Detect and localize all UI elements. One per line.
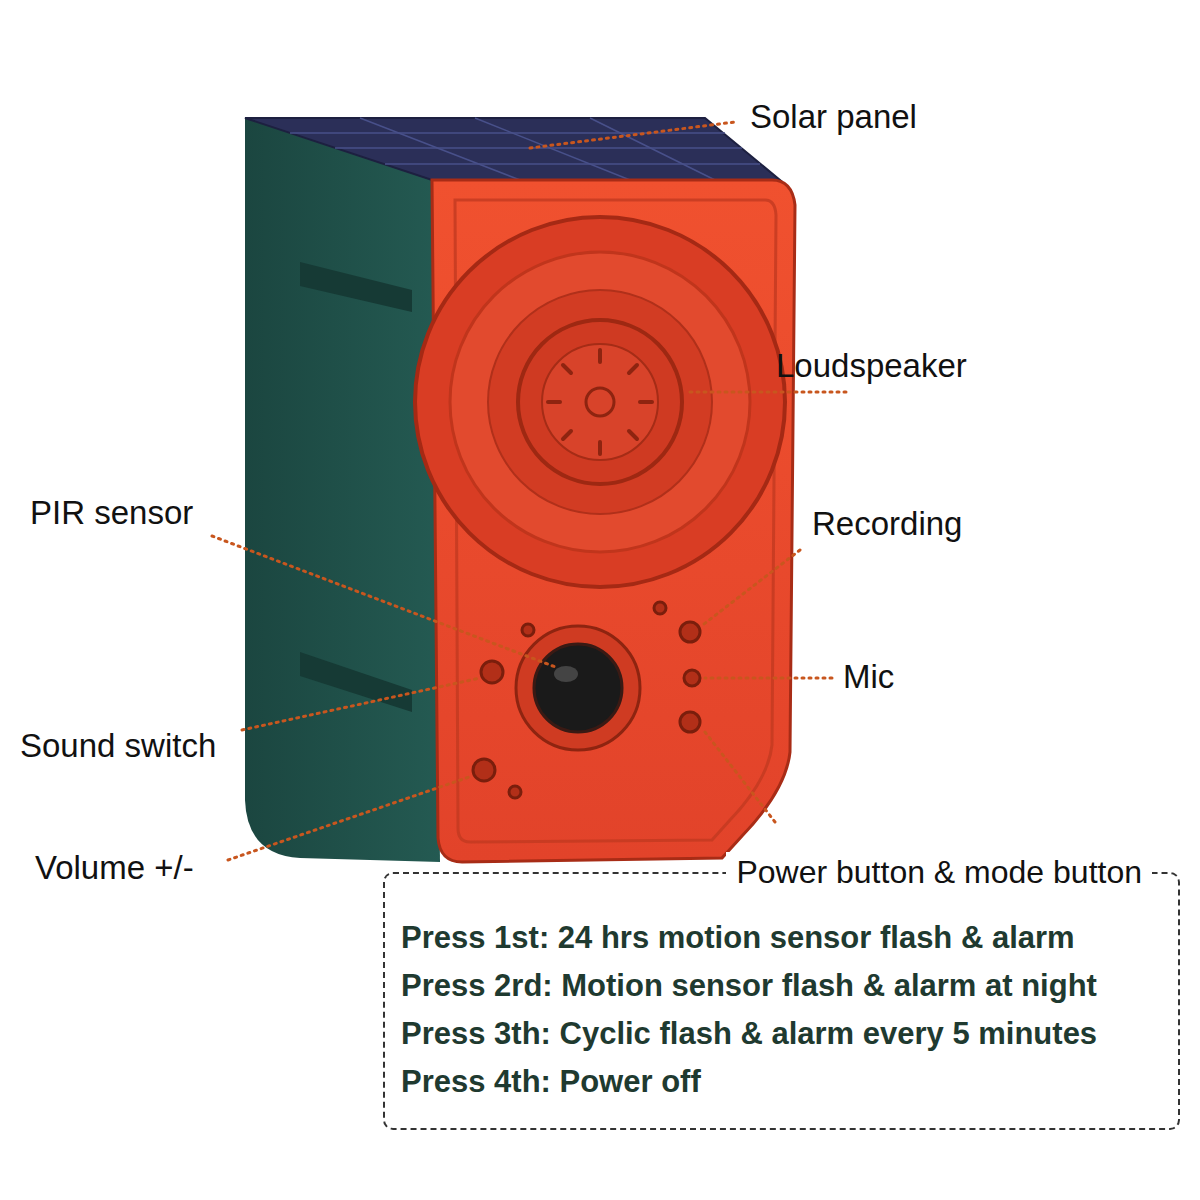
solar-grid: [290, 118, 760, 180]
leader-lines: [212, 122, 850, 860]
box-heading: Power button & mode button: [726, 852, 1152, 894]
mode-box: Power button & mode buttonPress 1st: 24 …: [383, 872, 1180, 1130]
housing-side: [245, 118, 440, 862]
loudspeaker: [415, 217, 785, 587]
mode-line: Press 4th: Power off: [401, 1058, 1164, 1106]
part-label: Volume +/-: [35, 849, 194, 887]
part-label: Mic: [843, 658, 894, 696]
part-label: PIR sensor: [30, 494, 193, 532]
solar-panel: [245, 118, 780, 180]
mode-line: Press 2rd: Motion sensor flash & alarm a…: [401, 962, 1164, 1010]
part-label: Recording: [812, 505, 962, 543]
part-label: Solar panel: [750, 98, 917, 136]
mode-line: Press 1st: 24 hrs motion sensor flash & …: [401, 914, 1164, 962]
mode-line: Press 3th: Cyclic flash & alarm every 5 …: [401, 1010, 1164, 1058]
part-label: Loudspeaker: [776, 347, 967, 385]
part-label: Sound switch: [20, 727, 216, 765]
side-slots: [300, 262, 412, 712]
pir-sensor: [516, 626, 640, 750]
buttons: [473, 602, 700, 798]
